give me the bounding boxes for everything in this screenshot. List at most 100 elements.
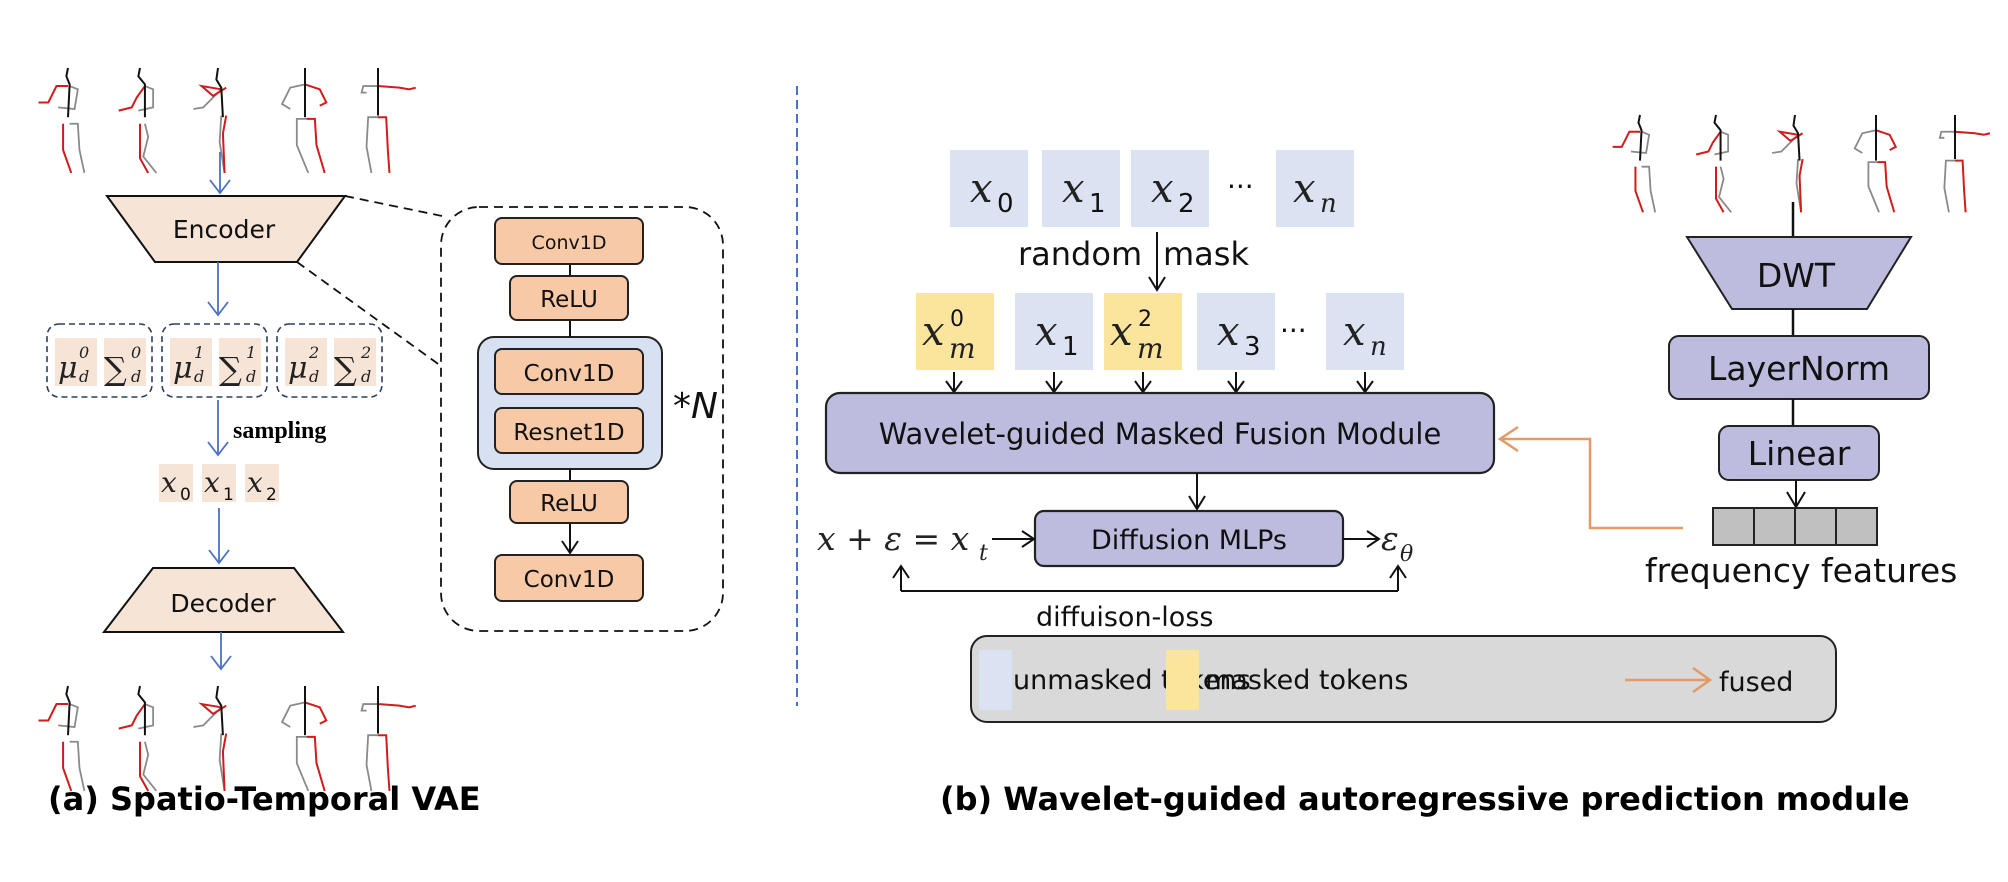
frequency-feature-cells: [1712, 507, 1878, 546]
latent-group-0: μ 0 d ∑ 0 d: [46, 323, 153, 398]
caption-a: (a) Spatio-Temporal VAE: [48, 780, 481, 818]
masked-token-box: [916, 293, 994, 370]
mu-subscript: d: [309, 367, 319, 386]
mu-superscript: 1: [194, 343, 204, 362]
block-label: Conv1D: [532, 232, 607, 254]
loss-arrow-left: [892, 564, 910, 591]
arrowhead: [207, 301, 229, 317]
token-subscript: m: [1137, 332, 1164, 365]
skeleton-pose: [1853, 115, 1898, 213]
sigma-subscript: d: [131, 367, 141, 386]
block-label: Conv1D: [524, 361, 615, 387]
frequency-features-label: frequency features: [1645, 551, 1957, 590]
skeleton-pose: [38, 67, 86, 174]
fusion-module-label: Wavelet-guided Masked Fusion Module: [879, 417, 1442, 451]
encoder-label: Encoder: [173, 215, 276, 244]
arrowhead: [207, 441, 229, 457]
sampling-label: sampling: [233, 418, 326, 444]
feature-cell: [1753, 507, 1796, 546]
token-arrows: [945, 372, 1374, 394]
block-label: ReLU: [540, 287, 598, 313]
latent-token: x: [247, 466, 263, 499]
loss-arrow-right: [1389, 564, 1407, 591]
skeleton-pose: [193, 67, 228, 174]
ellipsis: ···: [1280, 314, 1307, 347]
layernorm-block: [1668, 335, 1930, 400]
token-subscript: 2: [1178, 189, 1195, 219]
latent-group-1: μ 1 d ∑ 1 d: [161, 323, 268, 398]
arrowhead: [208, 549, 230, 565]
relu-block-1: ReLU: [509, 275, 629, 321]
frequency-skeleton-sequence: [1612, 114, 1991, 213]
skeleton-pose: [118, 685, 158, 792]
mu-superscript: 2: [308, 343, 319, 362]
token-subscript: 2: [266, 485, 277, 505]
input-token: x: [1062, 166, 1085, 212]
mu-symbol: μ: [173, 351, 193, 386]
decoder-block: [101, 567, 346, 633]
latent-token: x: [161, 466, 177, 499]
arrowhead: [1188, 495, 1206, 511]
random-label: random: [1018, 235, 1142, 273]
mu-symbol: μ: [288, 351, 308, 386]
skeleton-pose: [1612, 114, 1657, 213]
skeleton-pose: [1695, 114, 1732, 213]
arrowhead: [209, 179, 231, 195]
sigma-superscript: 0: [131, 343, 141, 362]
skeleton-pose: [118, 67, 158, 174]
conv1d-block-3: Conv1D: [494, 554, 644, 602]
unmasked-token-box: [1197, 293, 1275, 370]
sigma-symbol: ∑: [334, 350, 357, 388]
sigma-symbol: ∑: [219, 350, 242, 388]
block-label: Conv1D: [524, 567, 615, 593]
masked-token-box: [1104, 293, 1182, 370]
latent-token-row: x 0 x 1 x 2: [159, 464, 279, 505]
skeleton-pose: [360, 686, 416, 792]
feature-cell: [1794, 507, 1837, 546]
unmasked-token: x: [1217, 309, 1240, 355]
skeleton-pose: [280, 686, 328, 792]
mask-label: mask: [1163, 235, 1249, 273]
token-arrow: [1356, 372, 1374, 394]
panel-a-vae: Encoder μ 0 d ∑ 0 d μ 1 d ∑ 1 d: [38, 67, 724, 818]
relu-block-2: ReLU: [509, 480, 629, 524]
token-subscript: 1: [1089, 189, 1106, 219]
decoder-label: Decoder: [170, 589, 276, 618]
token-subscript: 1: [1062, 332, 1079, 362]
output-skeleton-sequence: [38, 685, 416, 792]
zoom-connector-top: [344, 195, 448, 218]
mu-subscript: d: [194, 367, 204, 386]
input-skeleton-sequence: [38, 67, 416, 174]
resnet1d-block: Resnet1D: [494, 407, 644, 454]
input-token-row: x 0 x 1 x 2 ··· x n: [950, 150, 1354, 227]
dwt-block: [1685, 236, 1913, 310]
diffusion-mlps-label: Diffusion MLPs: [1091, 525, 1287, 556]
output-subscript: θ: [1400, 542, 1413, 567]
token-arrow: [945, 372, 963, 394]
skeleton-pose: [38, 685, 86, 792]
token-superscript: 0: [950, 307, 964, 332]
input-token: x: [1151, 166, 1174, 212]
mu-subscript: d: [79, 367, 89, 386]
skeleton-pose: [360, 68, 416, 174]
input-token: x: [1293, 166, 1316, 212]
encoder-detail-box: [440, 206, 724, 632]
legend-fused-label: fused: [1719, 667, 1793, 698]
token-subscript: m: [949, 332, 976, 365]
token-subscript: 0: [180, 485, 191, 505]
sigma-subscript: d: [361, 367, 371, 386]
token-arrow: [1134, 372, 1152, 394]
mu-superscript: 0: [79, 343, 89, 362]
mu-symbol: μ: [58, 351, 78, 386]
dwt-label: DWT: [1757, 256, 1836, 295]
token-arrow: [1227, 372, 1245, 394]
unmasked-token-box: [1015, 293, 1093, 370]
feature-cell: [1712, 507, 1755, 546]
predicted-noise: ε: [1381, 519, 1399, 558]
block-label: Resnet1D: [513, 420, 624, 446]
conv1d-block-2: Conv1D: [494, 348, 644, 395]
layernorm-label: LayerNorm: [1708, 349, 1890, 388]
fused-feature-arrow: [1502, 437, 1683, 530]
token-subscript: 1: [223, 485, 234, 505]
